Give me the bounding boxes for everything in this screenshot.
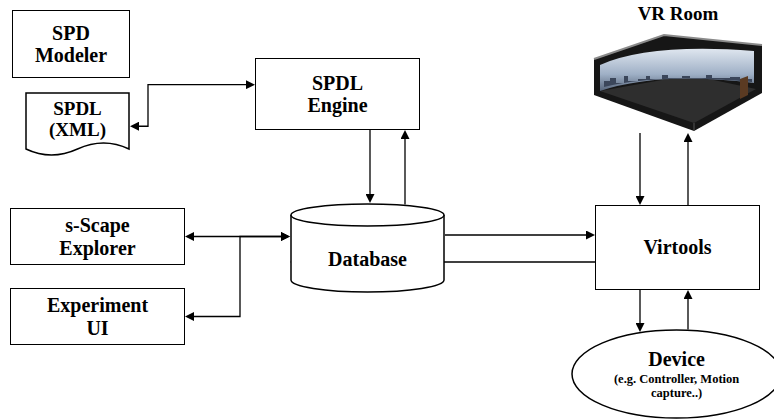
node-label: SPDL (XML) bbox=[43, 98, 113, 141]
ellipse-outline bbox=[572, 330, 774, 418]
node-label: Virtools bbox=[643, 236, 711, 258]
connector-arrow bbox=[404, 139, 405, 204]
process-box: SPD Modeler bbox=[12, 10, 130, 78]
node-label: Device bbox=[648, 348, 705, 370]
process-box: s-Scape Explorer bbox=[10, 208, 185, 265]
document-outline bbox=[26, 93, 129, 155]
connector-arrow bbox=[369, 130, 370, 194]
room-door bbox=[740, 76, 748, 99]
room-shell bbox=[594, 35, 762, 131]
connector-arrow bbox=[639, 290, 640, 323]
connector-arrow bbox=[687, 142, 688, 205]
database-cylinder: Database bbox=[290, 203, 445, 293]
node-label: VR Room bbox=[638, 3, 719, 24]
connector-arrow bbox=[139, 85, 246, 127]
cylinder-top bbox=[291, 204, 444, 226]
process-box: SPDL Engine bbox=[255, 58, 420, 130]
node-label: Experiment UI bbox=[38, 294, 158, 339]
panorama-screen bbox=[600, 49, 754, 91]
vr-room-illustration bbox=[590, 29, 766, 133]
process-box: Virtools bbox=[595, 205, 760, 290]
skyline bbox=[604, 75, 752, 87]
node-note: (e.g. Controller, Motion capture..) bbox=[607, 372, 747, 400]
node-label: SPD Modeler bbox=[21, 22, 121, 67]
vr-room: VR Room bbox=[590, 3, 766, 133]
process-box: Experiment UI bbox=[10, 288, 185, 345]
node-label: s-Scape Explorer bbox=[38, 214, 158, 259]
connector-arrow bbox=[194, 237, 281, 317]
device-ellipse: Device(e.g. Controller, Motion capture..… bbox=[571, 329, 774, 419]
node-label: SPDL Engine bbox=[293, 72, 383, 117]
room-edge bbox=[694, 123, 695, 131]
connector-arrow bbox=[639, 133, 640, 196]
connector-arrow bbox=[687, 299, 688, 330]
document-shape: SPDL (XML) bbox=[25, 92, 130, 161]
node-label: Database bbox=[328, 248, 407, 270]
connector-arrow bbox=[445, 234, 586, 235]
